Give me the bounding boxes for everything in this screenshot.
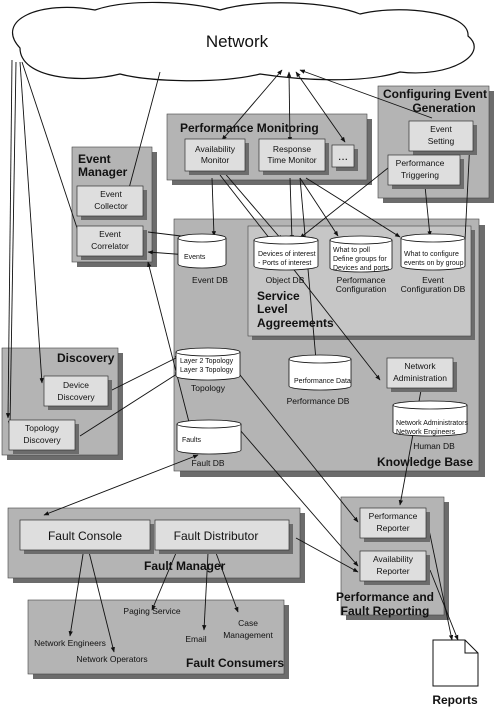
object-db-content-line2: - Ports of interest [258,260,311,267]
network-operators-label: Network Operators [76,654,147,664]
event-db-content: Events [184,254,206,261]
performance-configuration-content-line2: Define groups for [333,256,387,263]
reports-label: Reports [432,693,478,707]
event-correlator-box[interactable]: Event Correlator [76,225,147,260]
performance-db-content: Performance Data [294,378,351,385]
configuring-event-generation-title-line1: Configuring Event [383,87,487,101]
human-db-content-line1: Network Administrators [396,420,468,427]
event-setting-line2: Setting [428,136,455,146]
performance-db-caption: Performance DB [287,396,350,406]
fault-db-cylinder: Faults [176,419,242,455]
performance-db-cylinder: Performance Data [288,354,352,391]
case-management-line1: Case [238,618,258,628]
event-configuration-caption-line2: Configuration DB [401,284,466,294]
event-setting-box[interactable]: Event Setting [408,120,477,155]
performance-reporter-box[interactable]: Performance Reporter [359,507,430,542]
event-collector-box[interactable]: Event Collector [76,185,147,220]
object-db-content-line1: Devices of interest [258,251,316,258]
sla-line2: Level [257,302,288,316]
performance-triggering-box[interactable]: Performance Triggering [387,154,464,189]
response-time-monitor-line2: Time Monitor [267,155,316,165]
knowledge-base-title: Knowledge Base [377,455,473,469]
availability-monitor-line2: Monitor [201,155,230,165]
response-time-monitor-line1: Response [273,144,312,154]
diagram-edges [5,59,472,653]
availability-reporter-line2: Reporter [376,566,409,576]
configuring-event-generation-title-line2: Generation [412,101,475,115]
event-db-caption: Event DB [192,275,228,285]
performance-reporter-line2: Reporter [376,523,409,533]
performance-configuration-caption-line1: Performance [337,275,386,285]
performance-monitoring-title: Performance Monitoring [180,121,319,135]
fault-distributor-label: Fault Distributor [174,529,259,543]
more-monitors-box[interactable]: ... [331,144,358,171]
event-collector-line1: Event [100,189,122,199]
fault-distributor-box[interactable]: Fault Distributor [154,519,293,554]
human-db-content-line2: Network Engineers [396,429,456,436]
topology-discovery-box[interactable]: Topology Discovery [8,419,79,454]
availability-monitor-box[interactable]: Availability Monitor [184,138,249,175]
event-manager-title-line1: Event [78,152,111,166]
availability-reporter-box[interactable]: Availability Reporter [359,550,430,585]
fault-console-box[interactable]: Fault Console [19,519,154,554]
fault-console-label: Fault Console [48,529,122,543]
event-correlator-line1: Event [99,229,121,239]
device-discovery-box[interactable]: Device Discovery [43,375,112,410]
email-label: Email [185,634,206,644]
event-configuration-content-line1: What to configure [404,251,459,258]
fault-manager-title: Fault Manager [144,559,226,573]
performance-triggering-line2: Triggering [401,170,439,180]
network-administration-box[interactable]: Network Administration [386,357,457,392]
discovery-title: Discovery [57,351,115,365]
performance-fault-reporting-title-line1: Performance and [336,590,434,604]
performance-reporter-line1: Performance [369,511,418,521]
performance-configuration-content-line3: Devices and ports [333,265,390,272]
performance-configuration-db-cylinder: What to poll Define groups for Devices a… [329,235,393,273]
event-db-cylinder: Events [177,233,227,269]
fault-consumers-panel [27,599,289,679]
topology-db-cylinder: Layer 2 Topology Layer 3 Topology [175,347,241,381]
performance-fault-reporting-title-line2: Fault Reporting [341,604,430,618]
fault-consumers-title: Fault Consumers [186,656,284,670]
human-db-caption: Human DB [413,441,455,451]
sla-line1: Service [257,289,300,303]
fault-db-caption: Fault DB [191,458,224,468]
topology-content-line2: Layer 3 Topology [180,367,234,374]
object-db-caption: Object DB [266,275,305,285]
network-engineers-label: Network Engineers [34,638,106,648]
event-collector-line2: Collector [94,201,128,211]
topology-discovery-line1: Topology [25,423,60,433]
availability-monitor-line1: Availability [195,144,236,154]
network-label: Network [206,32,269,51]
event-correlator-line2: Correlator [91,241,129,251]
fault-db-content: Faults [182,437,202,444]
network-cloud: Network [12,1,475,82]
event-manager-title-line2: Manager [78,165,128,179]
network-administration-line2: Administration [393,373,447,383]
performance-triggering-line1: Performance [396,158,445,168]
event-configuration-db-cylinder: What to configure events on by group [400,233,466,271]
device-discovery-line1: Device [63,380,89,390]
performance-configuration-caption-line2: Configuration [336,284,387,294]
paging-service-label: Paging Service [123,606,180,616]
more-monitors-label: ... [338,149,348,163]
human-db-cylinder: Network Administrators Network Engineers [392,400,468,437]
performance-configuration-content-line1: What to poll [333,247,370,254]
response-time-monitor-box[interactable]: Response Time Monitor [258,138,329,175]
object-db-cylinder: Devices of interest - Ports of interest [253,235,319,271]
event-setting-line1: Event [430,124,452,134]
topology-discovery-line2: Discovery [23,435,61,445]
topology-content-line1: Layer 2 Topology [180,358,234,365]
case-management-line2: Management [223,630,273,640]
network-administration-line1: Network [404,361,436,371]
device-discovery-line2: Discovery [57,392,95,402]
sla-line3: Aggreements [257,316,334,330]
topology-caption: Topology [191,383,226,393]
availability-reporter-line1: Availability [373,554,414,564]
reports-document-icon [432,639,479,687]
event-configuration-caption-line1: Event [422,275,444,285]
event-configuration-content-line2: events on by group [404,260,464,267]
